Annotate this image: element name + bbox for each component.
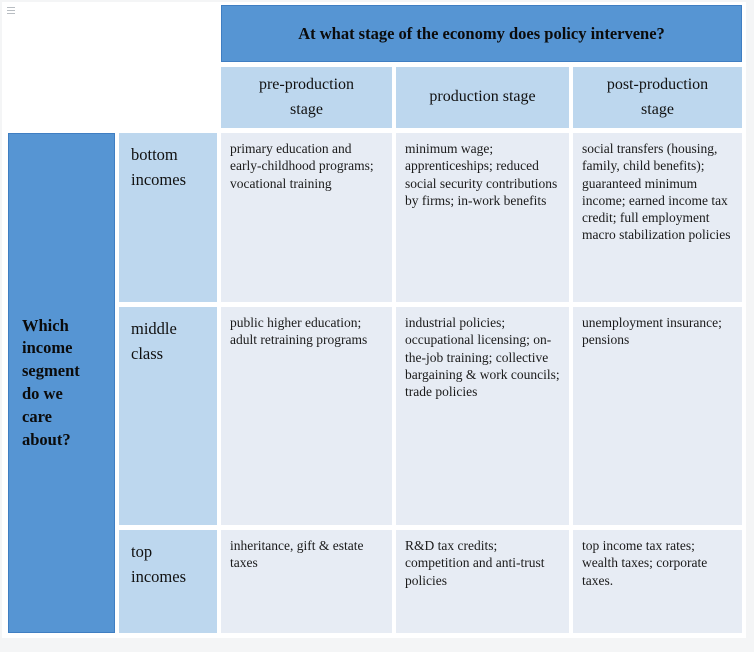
cell-top-incomes-production: R&D tax credits; competition and anti-tr… [396, 530, 569, 633]
table-left-header: Which income segment do we care about? [8, 133, 115, 633]
corner-artifact-mark [7, 7, 15, 14]
column-header-post-production: post-production stage [573, 67, 742, 128]
cell-bottom-incomes-post-production: social transfers (housing, family, child… [573, 133, 742, 302]
cell-middle-class-pre-production: public higher education; adult retrainin… [221, 307, 392, 525]
row-label-top-incomes: top incomes [119, 530, 217, 633]
cell-bottom-incomes-pre-production: primary education and early-childhood pr… [221, 133, 392, 302]
column-header-pre-production: pre-production stage [221, 67, 392, 128]
row-label-bottom-incomes: bottom incomes [119, 133, 217, 302]
row-label-middle-class: middle class [119, 307, 217, 525]
column-header-label: pre-production stage [258, 75, 355, 118]
cell-top-incomes-pre-production: inheritance, gift & estate taxes [221, 530, 392, 633]
top-header-label: At what stage of the economy does policy… [298, 23, 665, 43]
cell-bottom-incomes-production: minimum wage; apprenticeships; reduced s… [396, 133, 569, 302]
table-top-header: At what stage of the economy does policy… [221, 5, 742, 62]
policy-matrix-table: At what stage of the economy does policy… [8, 5, 742, 633]
cell-middle-class-post-production: unemployment insurance; pensions [573, 307, 742, 525]
column-header-label: post-production stage [606, 75, 709, 118]
left-header-label: Which income segment do we care about? [22, 315, 80, 449]
column-header-label: production stage [429, 88, 536, 106]
column-header-production: production stage [396, 67, 569, 128]
cell-top-incomes-post-production: top income tax rates; wealth taxes; corp… [573, 530, 742, 633]
cell-middle-class-production: industrial policies; occupational licens… [396, 307, 569, 525]
